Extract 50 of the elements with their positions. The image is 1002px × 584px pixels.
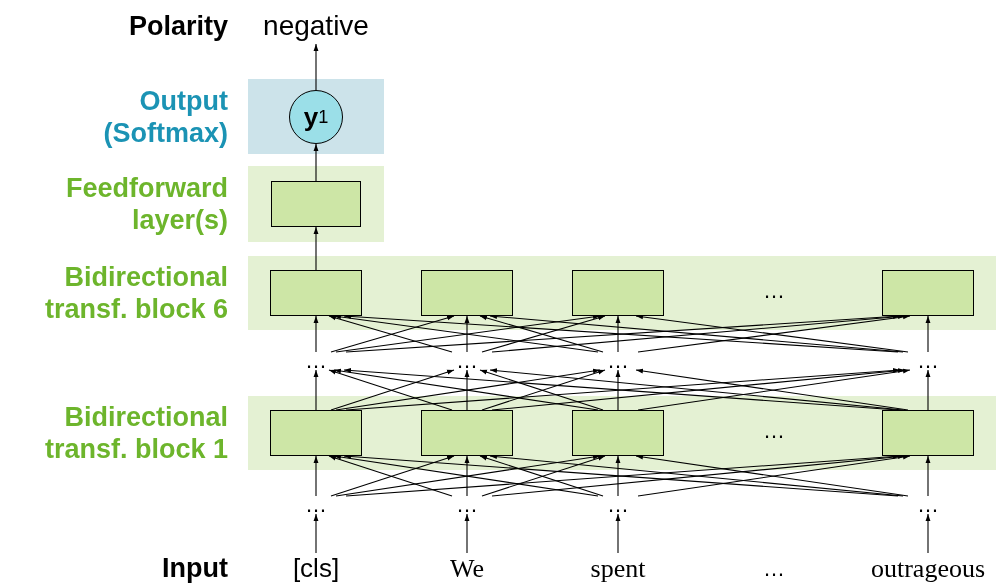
layer-box xyxy=(882,270,974,316)
layer-box xyxy=(270,270,362,316)
heading-label: Polarity xyxy=(127,9,228,43)
ellipsis: … xyxy=(602,352,634,370)
arrow xyxy=(464,513,470,554)
arrow xyxy=(615,315,621,353)
layer-box xyxy=(421,270,513,316)
arrow xyxy=(464,315,470,353)
arrow xyxy=(313,226,319,271)
ellipsis: … xyxy=(300,496,332,514)
arrow xyxy=(313,143,319,182)
ellipsis: … xyxy=(762,277,786,305)
layer-box xyxy=(270,410,362,456)
arrow xyxy=(464,455,470,497)
ellipsis: … xyxy=(762,417,786,445)
arrow xyxy=(313,369,319,411)
layer-box xyxy=(572,270,664,316)
arrow xyxy=(615,455,621,497)
arrow xyxy=(925,369,931,411)
arrow xyxy=(615,369,621,411)
arrow xyxy=(615,513,621,554)
layer-label: Bidirectional transf. block 6 xyxy=(43,261,228,326)
ellipsis: … xyxy=(451,352,483,370)
arrow xyxy=(464,369,470,411)
arrow xyxy=(313,43,319,91)
layer-box xyxy=(271,181,361,227)
input-token: We xyxy=(407,553,527,584)
heading-label: Input xyxy=(161,553,228,584)
ellipsis: … xyxy=(912,496,944,514)
layer-label: Feedforward layer(s) xyxy=(64,172,228,237)
layer-label: Output (Softmax) xyxy=(102,84,228,150)
layer-box xyxy=(421,410,513,456)
layer-label: Bidirectional transf. block 1 xyxy=(43,401,228,466)
ellipsis: … xyxy=(602,496,634,514)
arrow xyxy=(313,315,319,353)
input-token: [cls] xyxy=(256,553,376,584)
input-token: spent xyxy=(558,553,678,584)
layer-box xyxy=(572,410,664,456)
arrow xyxy=(925,455,931,497)
arrow xyxy=(313,513,319,554)
input-token: outrageous xyxy=(868,553,988,584)
arrow xyxy=(313,455,319,497)
ellipsis: … xyxy=(300,352,332,370)
ellipsis: … xyxy=(762,554,786,583)
ellipsis: … xyxy=(451,496,483,514)
layer-box xyxy=(882,410,974,456)
output-word: negative xyxy=(266,8,366,44)
arrow xyxy=(925,315,931,353)
arrow xyxy=(925,513,931,554)
ellipsis: … xyxy=(912,352,944,370)
